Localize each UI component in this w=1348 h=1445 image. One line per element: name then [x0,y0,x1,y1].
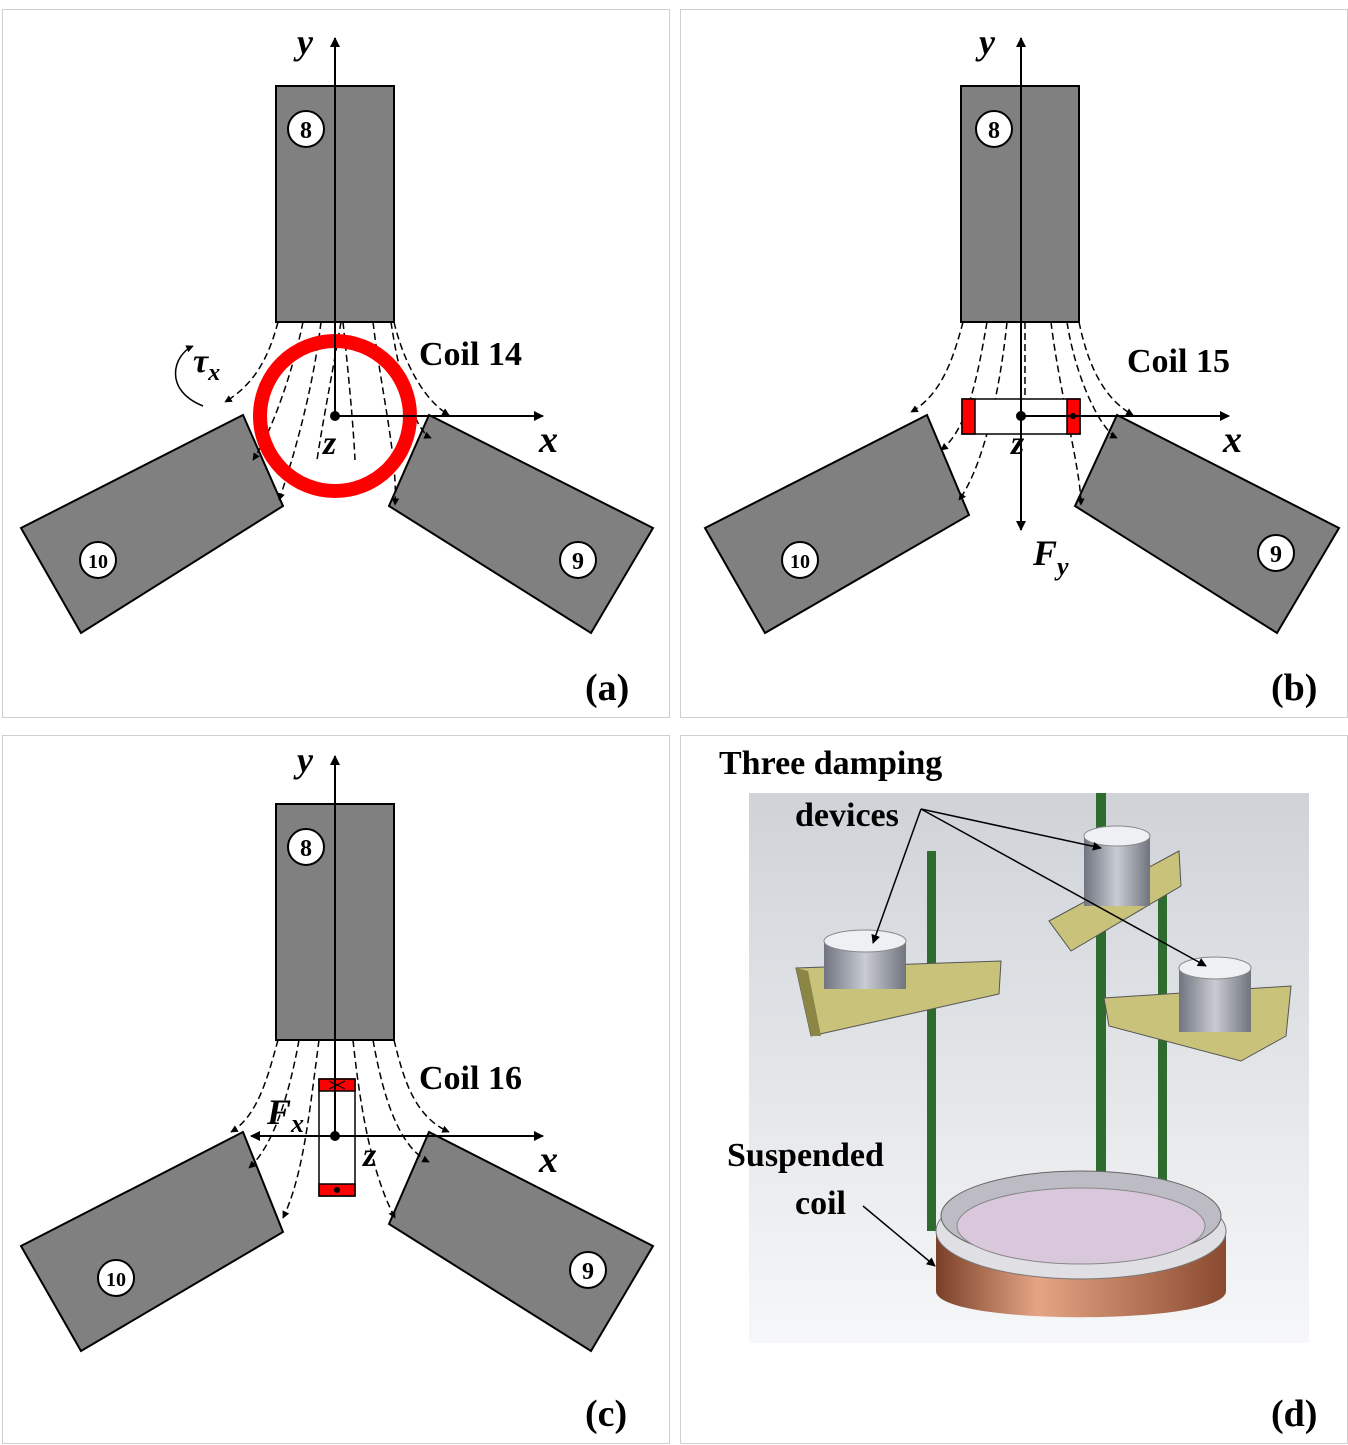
force-label: Fy [1032,533,1069,581]
damping-device-top [1048,825,1182,952]
magnet-9 [387,413,655,635]
panel-a: 8 10 9 y x z τx Coil 14 (a) [2,9,670,718]
coil-15-label: Coil 15 [1127,343,1230,380]
magnet-9-label: 9 [1270,542,1282,568]
magnet-8-label: 8 [300,118,312,144]
coil-15-left [961,398,976,435]
panel-d-render: Three damping devices Suspended coil (d) [719,745,1317,1435]
magnet-8-label: 8 [988,118,1000,144]
magnet-10-label: 10 [790,551,810,573]
magnet-10 [703,413,971,635]
magnet-9-label: 9 [582,1259,594,1285]
damping-label-line1: Three damping [719,745,942,782]
panel-a-label: (a) [585,667,629,709]
magnet-9-label: 9 [572,549,584,575]
damping-device-left [795,929,1002,1037]
axis-x-label: x [538,419,558,461]
magnet-9 [1073,413,1341,635]
coil-label-line2: coil [795,1185,846,1222]
magnet-10 [19,413,285,635]
panel-d: Three damping devices Suspended coil (d) [680,735,1348,1444]
axis-z-label: z [322,425,337,462]
damping-label-line2: devices [795,797,899,834]
panel-c-label: (c) [585,1393,627,1435]
magnet-10-label: 10 [106,1269,126,1291]
panel-a-diagram: 8 10 9 y x z τx Coil 14 (a) [19,22,655,709]
flux-lines [230,1039,450,1219]
axis-z-label: z [1010,425,1025,462]
panel-b: 8 10 9 y x z Fy Coil 15 (b) [680,9,1348,718]
panel-b-label: (b) [1271,667,1317,709]
axis-y-label: y [293,740,314,780]
support-rods [927,793,1167,1241]
panel-c-diagram: 8 10 9 y x z Fx Coil 16 (c) [19,740,655,1435]
panel-c: 8 10 9 y x z Fx Coil 16 (c) [2,735,670,1444]
panel-d-label: (d) [1271,1393,1317,1435]
magnet-10-label: 10 [88,551,108,573]
panel-b-diagram: 8 10 9 y x z Fy Coil 15 (b) [703,22,1341,709]
axis-y-label: y [975,22,996,62]
axis-x-label: x [538,1139,558,1181]
coil-label-line1: Suspended [727,1137,884,1174]
axis-y-label: y [293,22,314,62]
force-label: Fx [266,1092,304,1138]
magnet-8-label: 8 [300,836,312,862]
axis-z-label: z [362,1137,377,1174]
coil-14-label: Coil 14 [419,336,522,373]
suspended-coil [935,1170,1227,1318]
coil-16-label: Coil 16 [419,1060,522,1097]
axis-x-label: x [1222,419,1242,461]
magnet-10 [19,1130,285,1353]
magnet-9 [387,1130,655,1353]
torque-label: τx [193,343,220,386]
